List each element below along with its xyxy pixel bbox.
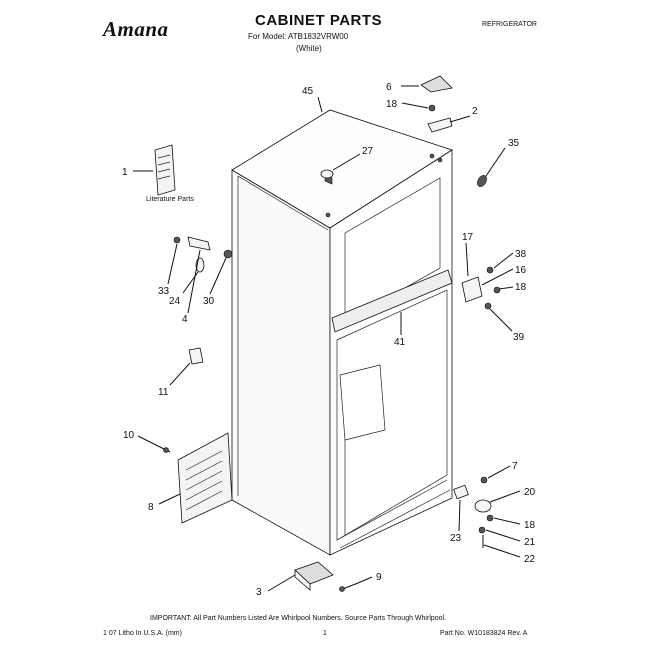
- callout-33: 33: [158, 286, 170, 297]
- callout-1: 1: [122, 167, 128, 178]
- part-literature-parts: [154, 144, 176, 196]
- part-bottom-hinge: [453, 476, 494, 548]
- callout-18-right: 18: [515, 282, 527, 293]
- part-plug-35: [477, 175, 487, 187]
- callout-41: 41: [394, 337, 406, 348]
- part-hinge-cover: [420, 75, 453, 93]
- callout-17: 17: [462, 232, 474, 243]
- callout-3: 3: [256, 587, 262, 598]
- callout-16: 16: [515, 265, 527, 276]
- model-line: For Model: ATB1832VRW00: [248, 32, 349, 41]
- callout-27: 27: [362, 146, 374, 157]
- page-title: CABINET PARTS: [255, 12, 383, 29]
- callout-4: 4: [182, 314, 188, 325]
- callout-22: 22: [524, 554, 536, 565]
- callout-20: 20: [524, 487, 536, 498]
- important-notice: IMPORTANT: All Part Numbers Listed Are W…: [150, 615, 447, 622]
- callout-6: 6: [386, 82, 392, 93]
- callout-11: 11: [158, 387, 169, 398]
- callout-7: 7: [512, 461, 518, 472]
- part-screw-9: [339, 582, 359, 592]
- callout-38: 38: [515, 249, 527, 260]
- cabinet-body: [231, 109, 453, 556]
- callout-30: 30: [203, 296, 215, 307]
- callout-18-top: 18: [386, 99, 398, 110]
- part-hinge-left: [173, 236, 233, 273]
- brand-logo: Amana: [103, 17, 169, 41]
- part-plug-27: [320, 169, 334, 179]
- callout-8: 8: [148, 502, 154, 513]
- callout-numbers: 45 6 18 2 35 27 1 17 38 16 18 33 24 30 4…: [122, 82, 536, 598]
- part-screw-10: [149, 441, 171, 453]
- part-top-hinge: [427, 104, 453, 133]
- callout-21: 21: [524, 537, 536, 548]
- callout-10: 10: [123, 430, 135, 441]
- callout-35: 35: [508, 138, 520, 149]
- callout-23: 23: [450, 533, 462, 544]
- part-11: [188, 347, 204, 365]
- part-leveler-3: [294, 561, 334, 591]
- callout-18-bottom: 18: [524, 520, 536, 531]
- color-line: (White): [296, 44, 322, 53]
- callout-39: 39: [513, 332, 525, 343]
- literature-parts-label: Literature Parts: [146, 196, 194, 203]
- category-label: REFRIGERATOR: [482, 21, 537, 28]
- callout-45: 45: [302, 86, 314, 97]
- footer-part-number: Part No. W10183824 Rev. A: [440, 630, 528, 637]
- callout-9: 9: [376, 572, 382, 583]
- leader-lines: [133, 85, 521, 592]
- footer-page-number: 1: [323, 630, 327, 637]
- part-hinge-right: [461, 266, 501, 310]
- part-rear-panel: [177, 432, 233, 524]
- footer-litho: 1 07 Litho In U.S.A. (mm): [103, 630, 182, 637]
- callout-24: 24: [169, 296, 181, 307]
- callout-2: 2: [472, 106, 478, 117]
